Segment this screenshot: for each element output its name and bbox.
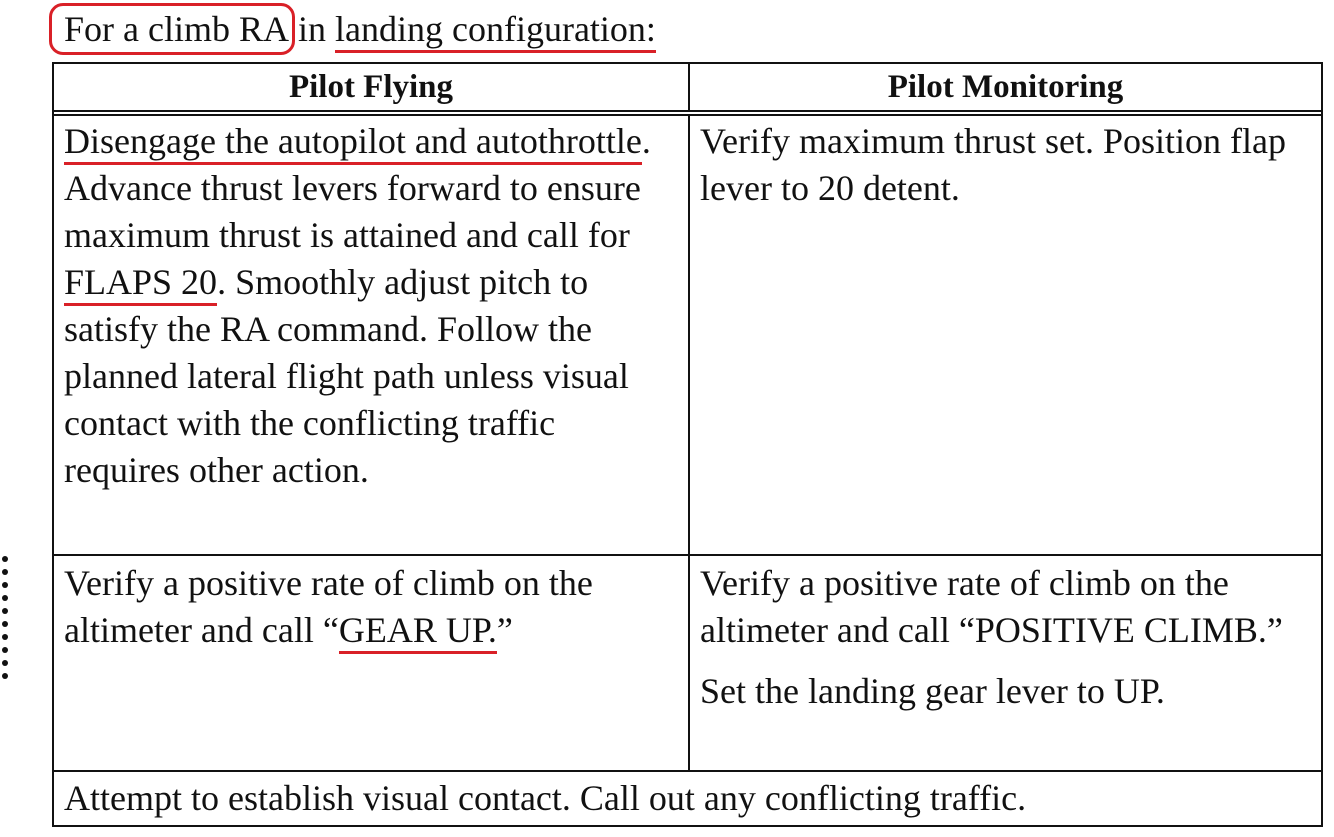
heading-connector: in: [288, 9, 335, 49]
annotation-underlined-text: FLAPS 20: [64, 262, 218, 306]
procedure-table: Pilot Flying Pilot Monitoring Disengage …: [52, 62, 1323, 827]
annotation-underlined-text: Disengage the autopilot and autothrottle: [64, 121, 642, 165]
annotation-underlined-text: landing configuration:: [335, 9, 656, 53]
side-dotted-marker: [2, 556, 12, 686]
table-row: Attempt to establish visual contact. Cal…: [54, 770, 1321, 827]
cell-pilot-monitoring-action: Verify maximum thrust set. Position flap…: [688, 112, 1321, 556]
cell-pilot-flying-action: Disengage the autopilot and autothrottle…: [54, 112, 690, 556]
table-header-row: Pilot Flying Pilot Monitoring: [54, 64, 1321, 116]
annotation-underlined-text: GEAR UP.: [338, 610, 497, 654]
cell-text: . Advance thrust levers forward to ensur…: [64, 121, 651, 255]
column-header-pilot-flying: Pilot Flying: [54, 64, 690, 116]
table-row: Verify a positive rate of climb on the a…: [54, 554, 1321, 772]
cell-pilot-flying-gear: Verify a positive rate of climb on the a…: [54, 554, 690, 772]
annotation-circled-text: For a climb RA: [49, 3, 295, 55]
cell-pilot-monitoring-gear: Verify a positive rate of climb on the a…: [688, 554, 1321, 772]
cell-text: Verify a positive rate of climb on the a…: [700, 563, 1283, 650]
cell-text: ”: [496, 610, 513, 650]
column-header-pilot-monitoring: Pilot Monitoring: [688, 64, 1321, 116]
cell-text: Set the landing gear lever to UP.: [700, 671, 1165, 711]
table-row: Disengage the autopilot and autothrottle…: [54, 112, 1321, 556]
section-heading: For a climb RA in landing configuration:: [49, 3, 656, 55]
cell-text: Verify a positive rate of climb on the a…: [64, 563, 593, 650]
cell-text: . Smoothly adjust pitch to satisfy the R…: [64, 262, 629, 490]
cell-shared-action: Attempt to establish visual contact. Cal…: [54, 770, 1321, 827]
